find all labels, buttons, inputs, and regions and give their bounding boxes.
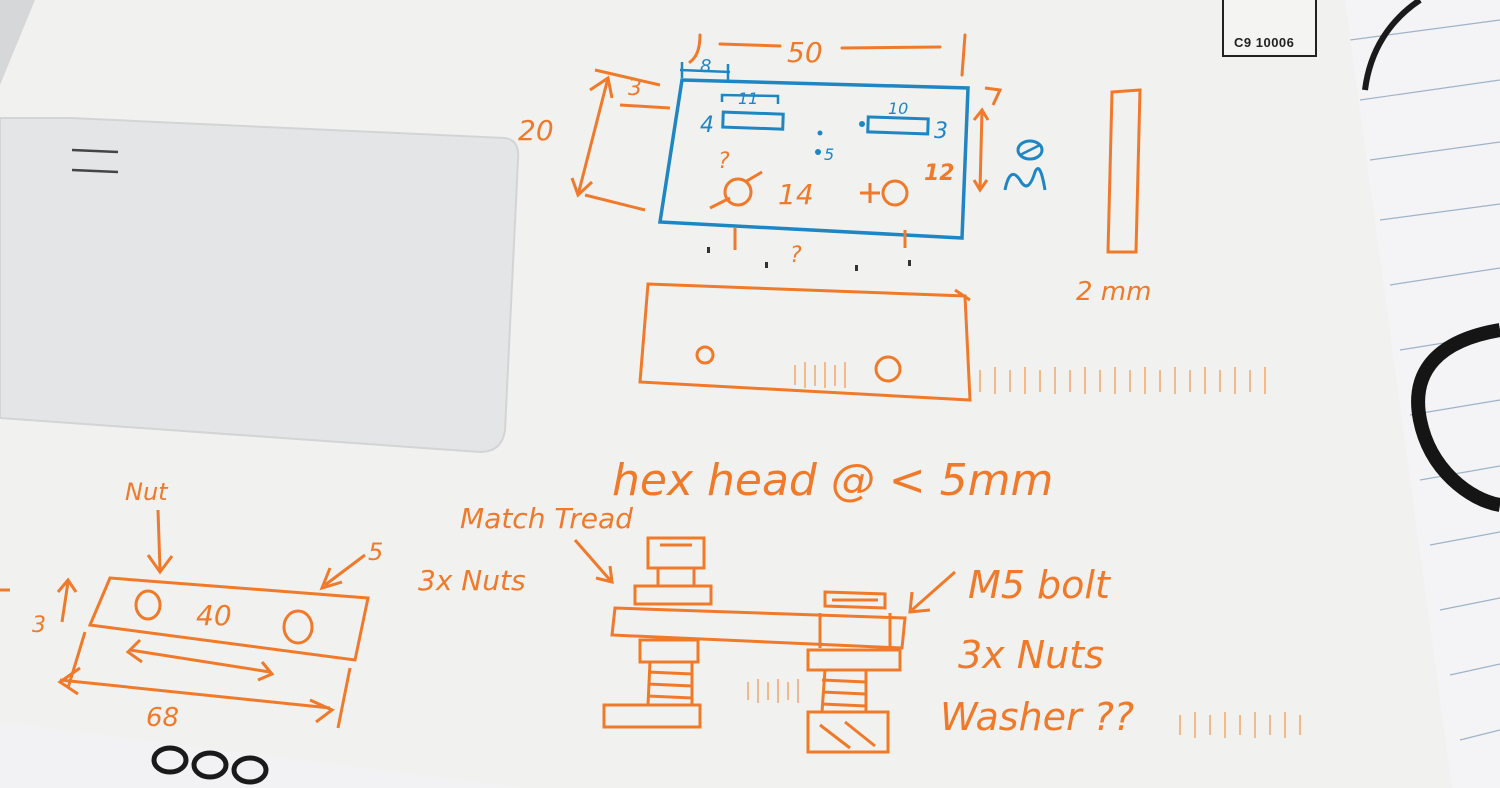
envelope-code-box: C9 10006	[1222, 0, 1317, 57]
dim-3-side-label: 3	[32, 613, 46, 638]
dim-5-small-label: 5	[368, 538, 383, 566]
dim-50-line	[688, 33, 967, 77]
dim-40-label: 40	[196, 599, 232, 632]
plate-outline	[657, 78, 970, 240]
washer-label: Washer ??	[940, 695, 1134, 739]
nuts-left-arrow	[573, 539, 614, 584]
blue-circle-symbol	[1016, 139, 1044, 161]
dim-20-label: 20	[518, 114, 554, 147]
dim-20-arrows	[570, 75, 614, 198]
dim-14-label: 14	[778, 178, 814, 211]
bottom-plate	[87, 576, 370, 662]
side-view-plate	[1106, 88, 1142, 254]
dim-68-label: 68	[146, 703, 179, 733]
nuts-3x-left-label: 3x Nuts	[418, 564, 526, 597]
side-2mm-label: 2 mm	[1076, 277, 1151, 307]
dim-20-line	[576, 77, 610, 196]
hole-right	[881, 179, 909, 207]
dim-3-top-line	[594, 68, 671, 110]
lower-plate	[638, 282, 972, 402]
dim-right-arrows	[972, 107, 990, 193]
question-1-label: ?	[718, 149, 730, 174]
window-mark-1	[71, 148, 119, 154]
bottom-hole-left	[134, 589, 162, 621]
blue-wave-symbol	[1003, 167, 1047, 191]
lower-hole-right	[874, 355, 902, 383]
envelope-window	[0, 117, 520, 454]
cable	[1411, 323, 1500, 512]
nut-label: Nut	[125, 478, 169, 506]
dim-11-label: 11	[738, 89, 758, 108]
nuts-3x-right-label: 3x Nuts	[958, 633, 1104, 677]
dim-5-arrow	[319, 553, 366, 591]
bolt-assembly	[602, 536, 907, 754]
dim-3-top-label: 3	[628, 76, 642, 101]
m5-bolt-arrow	[908, 570, 956, 614]
dim-8-line	[679, 62, 731, 80]
cable-top	[1362, 0, 1422, 91]
m5-bolt-label: M5 bolt	[968, 563, 1112, 607]
dim-4-label: 4	[700, 113, 714, 138]
match-thread-label: Match Tread	[460, 502, 633, 535]
dim-10-label: 10	[888, 99, 908, 118]
dim-3-right-label: 3	[934, 119, 948, 144]
window-mark-2	[71, 168, 119, 174]
bottom-hole-right	[282, 609, 314, 645]
dim-12-label: 12	[924, 161, 955, 186]
nut-arrow	[146, 509, 174, 575]
dim-40-line	[125, 638, 275, 682]
bleed-through-hatching	[794, 362, 1266, 394]
projection-ticks	[707, 247, 911, 271]
dim-8-label: 8	[700, 56, 711, 77]
bleed-through-hatching-bottom	[747, 679, 1301, 738]
spiral-binding	[151, 745, 269, 785]
lower-hole-left	[695, 345, 715, 365]
dim-50-label: 50	[787, 36, 823, 69]
question-2-label: ?	[790, 243, 802, 268]
slot-right	[866, 115, 930, 136]
hex-head-note: hex head @ < 5mm	[612, 455, 1053, 506]
dim-5-center-label: 5	[824, 145, 834, 164]
envelope-code: C9 10006	[1234, 35, 1295, 50]
slot-left	[721, 110, 785, 131]
hole-left	[723, 177, 753, 207]
